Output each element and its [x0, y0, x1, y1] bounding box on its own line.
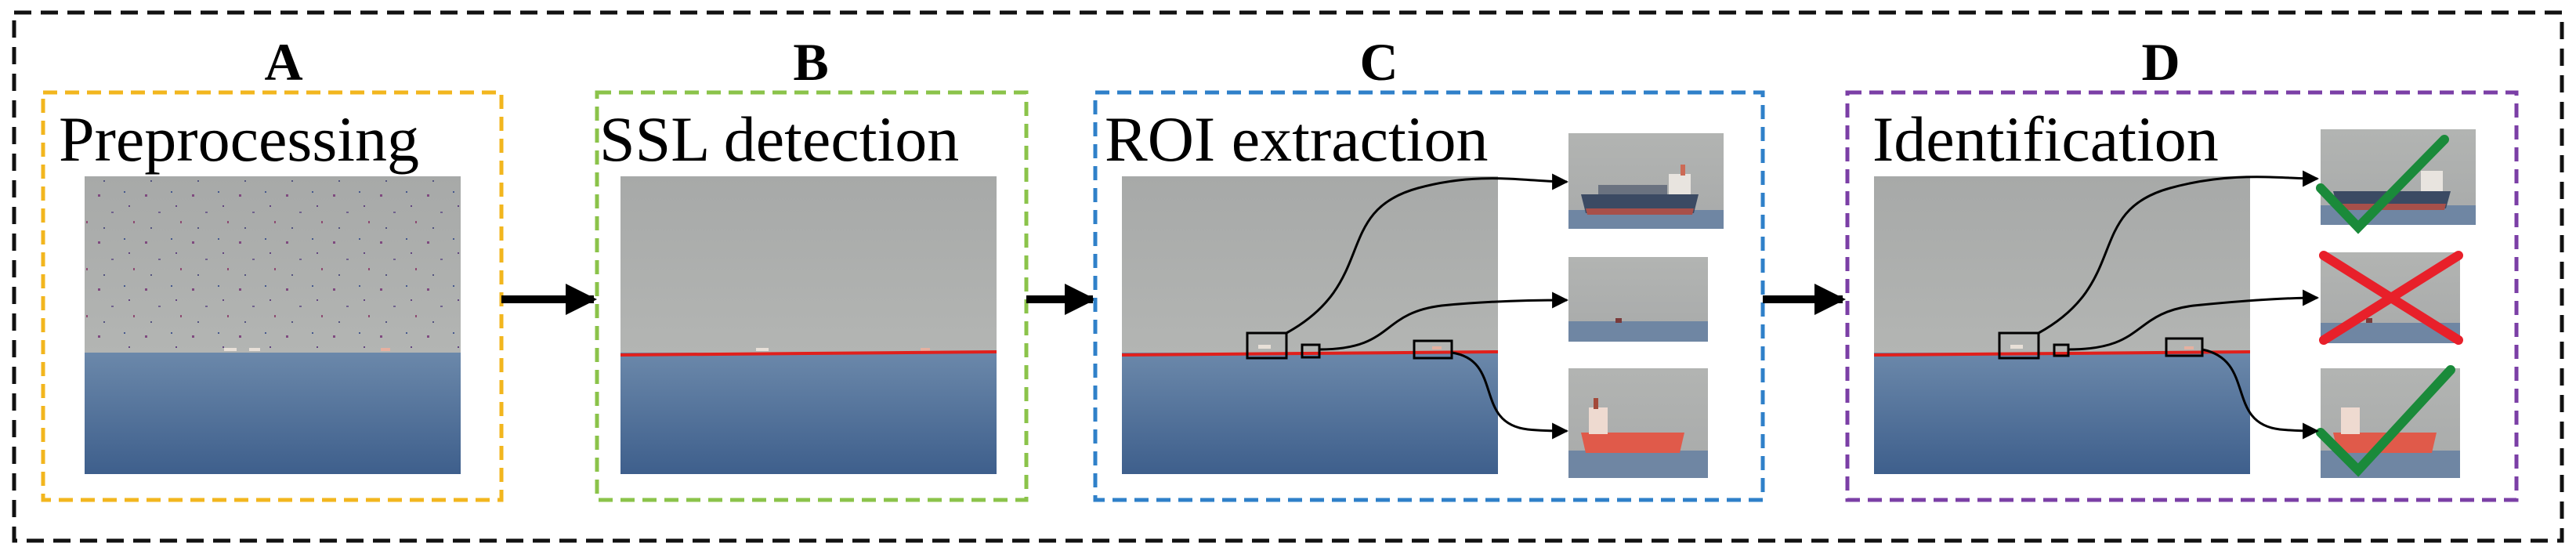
stage-d-frame	[1845, 90, 2519, 502]
stage-a: A Preprocessing	[41, 32, 504, 502]
stage-d-photo	[1873, 176, 2251, 474]
result-arrow-2	[2068, 289, 2320, 351]
result-arrow-3	[2202, 348, 2320, 440]
stage-b: B SSL detection	[595, 32, 1029, 502]
stage-b-photo	[620, 176, 997, 474]
horizon-line	[620, 350, 997, 357]
stage-c-frame	[1093, 90, 1765, 502]
check-mark-icon	[2316, 135, 2449, 234]
result-arrow-1	[2038, 170, 2320, 335]
stage-a-letter: A	[264, 32, 302, 92]
stage-a-title: Preprocessing	[59, 103, 419, 175]
stage-c-title: ROI extraction	[1105, 103, 1489, 175]
roi-crop-2	[1568, 257, 1708, 342]
stage-a-photo	[85, 176, 461, 474]
stage-d-letter: D	[2141, 32, 2180, 92]
stage-c-photo	[1121, 176, 1499, 474]
roi-crop-1	[1568, 133, 1724, 229]
check-mark-icon	[2316, 365, 2455, 477]
roi-box-3	[1413, 339, 1453, 360]
roi-box-2	[1301, 343, 1321, 359]
cross-mark-icon	[2319, 251, 2463, 345]
stage-d-title: Identification	[1872, 103, 2219, 175]
roi-arrow-3	[1451, 351, 1569, 440]
stage-b-frame	[595, 90, 1029, 502]
stage-b-title: SSL detection	[599, 103, 959, 175]
stage-d: D Identification	[1845, 32, 2519, 502]
roi-crop-3	[1568, 368, 1708, 478]
stage-b-letter: B	[793, 32, 828, 92]
stage-c: C ROI extraction	[1093, 32, 1765, 502]
roi-box-1	[1246, 331, 1288, 360]
stage-c-letter: C	[1359, 32, 1398, 92]
roi-arrow-1	[1286, 173, 1569, 335]
roi-arrow-2	[1319, 291, 1569, 351]
outer-border	[12, 10, 2564, 543]
